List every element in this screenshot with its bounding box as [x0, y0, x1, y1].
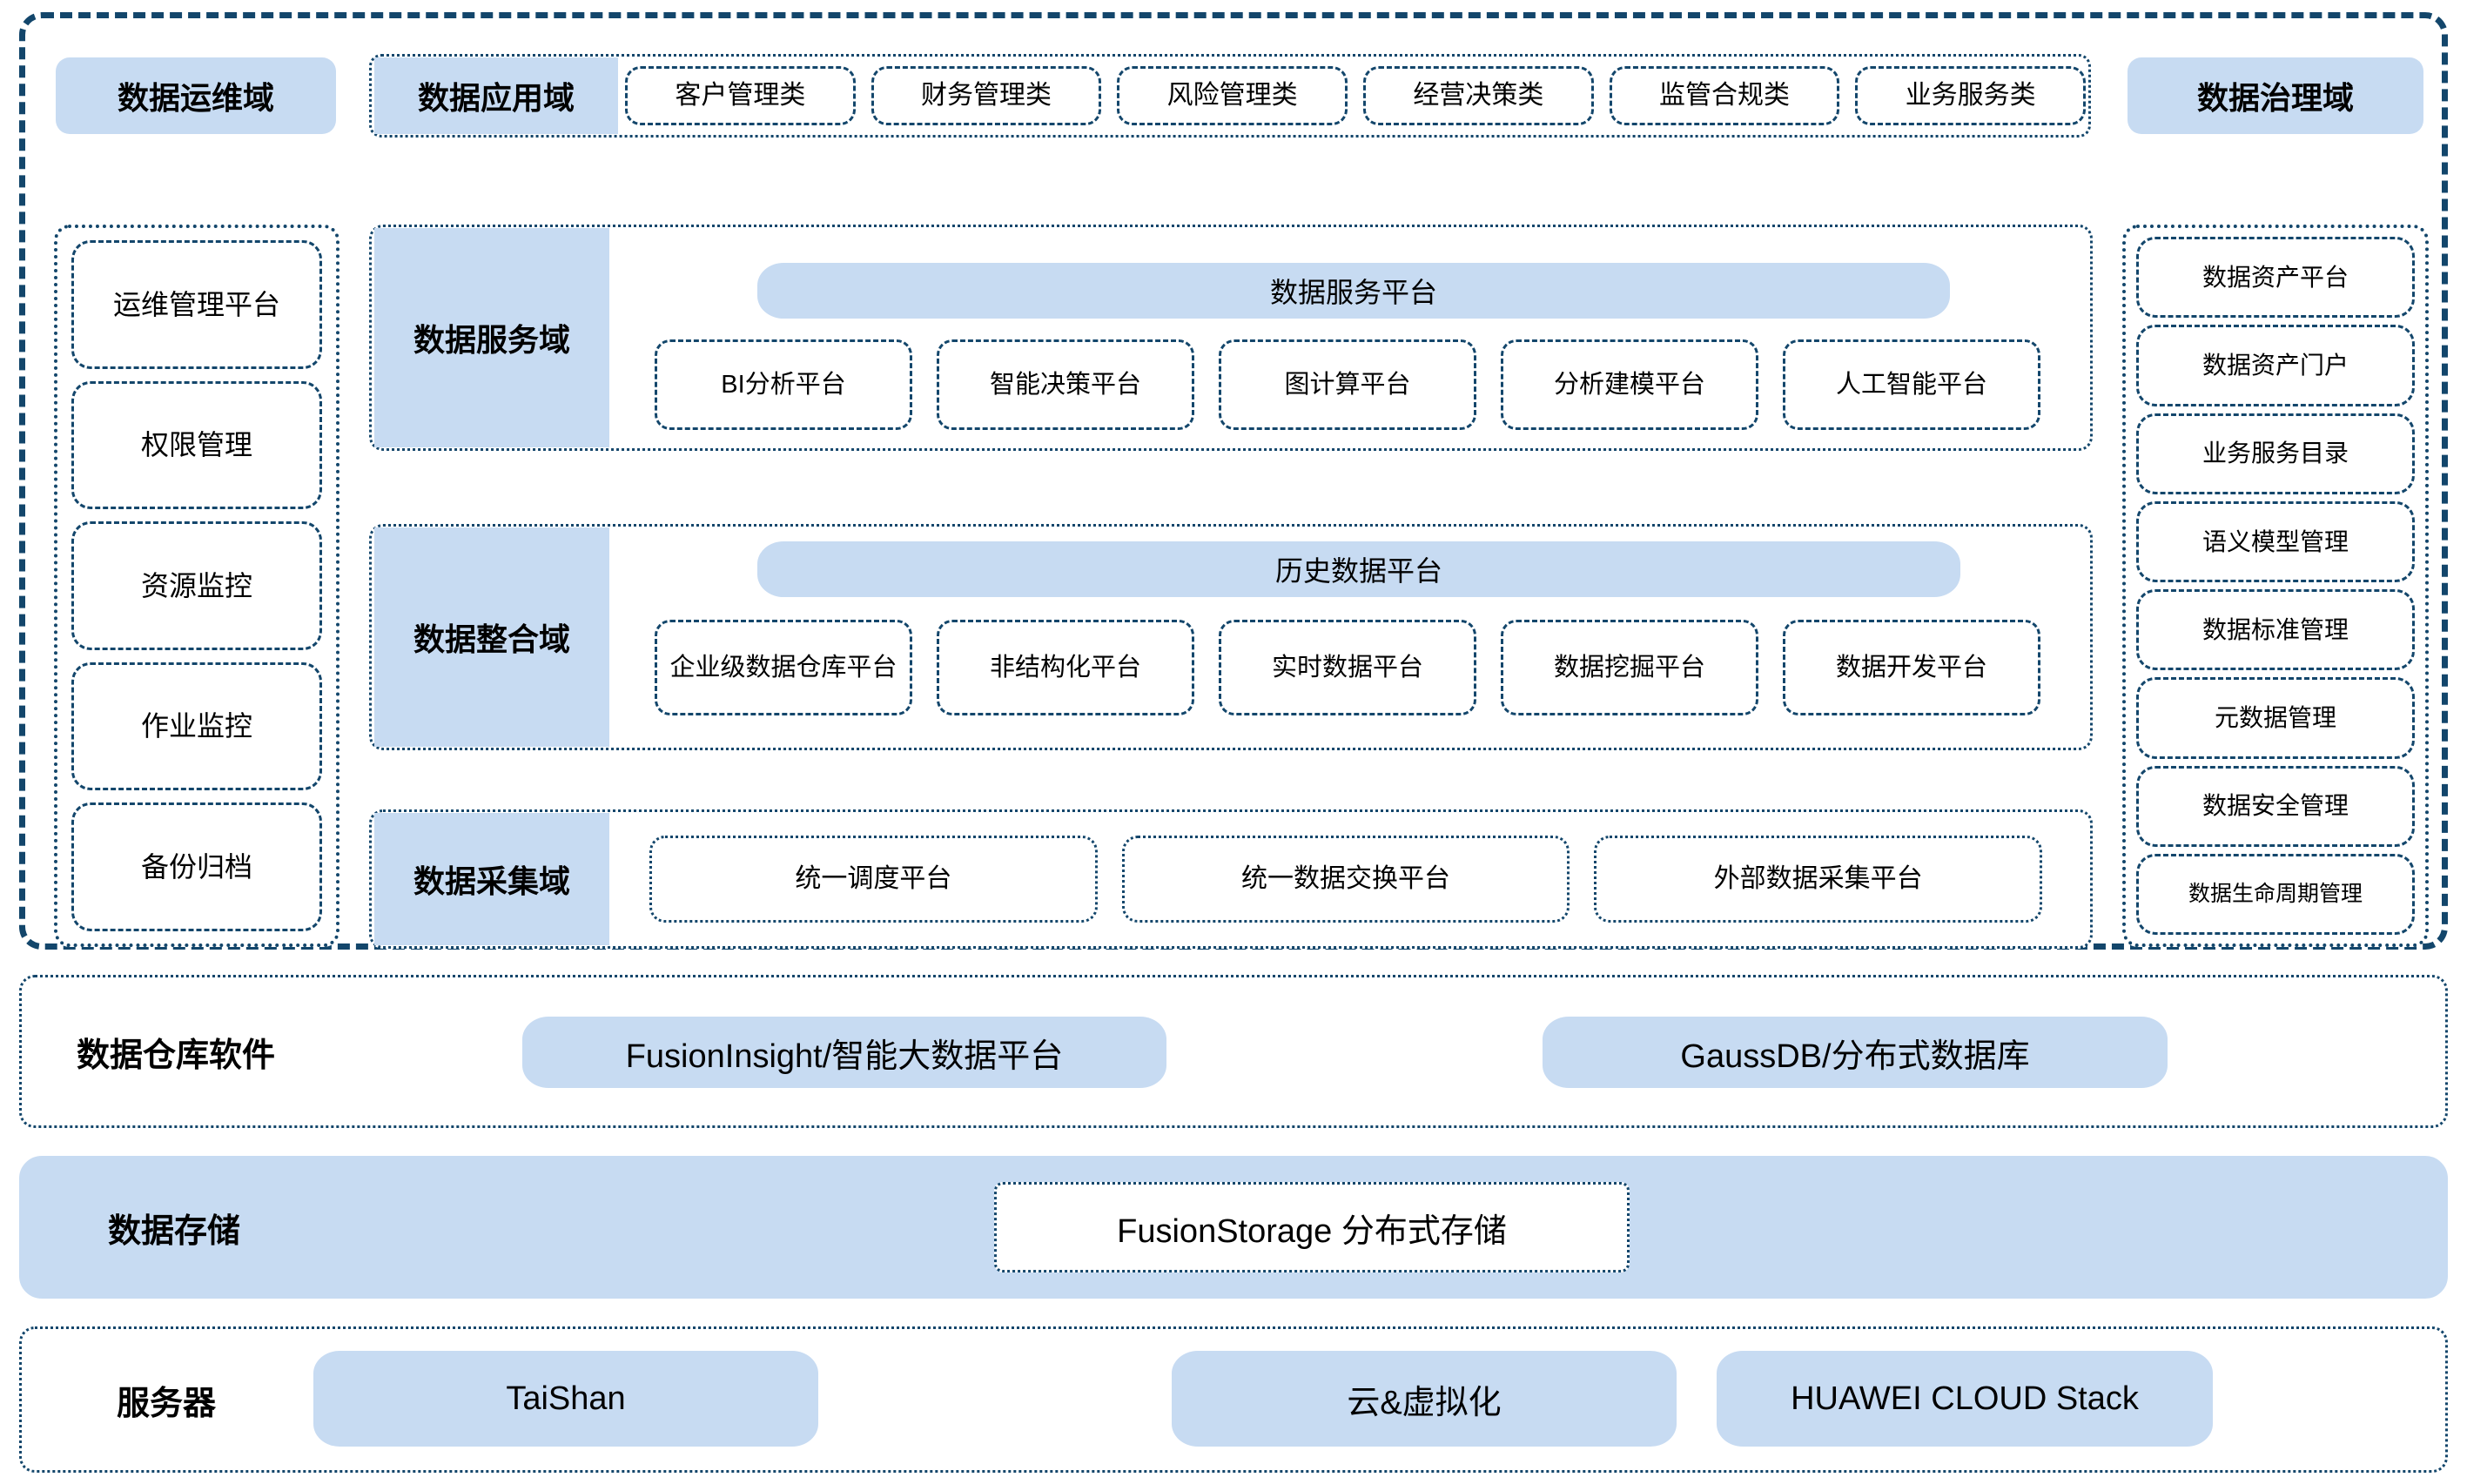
ops-domain-item[interactable]: 权限管理	[71, 380, 322, 510]
storage-layer-item[interactable]: FusionStorage 分布式存储	[994, 1182, 1630, 1272]
collection-domain-item[interactable]: 外部数据采集平台	[1594, 836, 2043, 923]
gov-domain-item[interactable]: 业务服务目录	[2136, 413, 2415, 494]
service-domain-item[interactable]: 图计算平台	[1219, 339, 1476, 430]
ops-domain-item[interactable]: 资源监控	[71, 521, 322, 650]
integration-platform-bar: 历史数据平台	[757, 541, 1960, 597]
integration-domain-item[interactable]: 数据挖掘平台	[1501, 620, 1758, 715]
app-category-item[interactable]: 业务服务类	[1855, 66, 2087, 125]
collection-domain-item-list: 统一调度平台 统一数据交换平台 外部数据采集平台	[649, 836, 2043, 923]
gov-domain-item[interactable]: 数据资产平台	[2136, 237, 2415, 319]
collection-domain-item[interactable]: 统一数据交换平台	[1121, 836, 1570, 923]
integration-domain-item[interactable]: 实时数据平台	[1219, 620, 1476, 715]
ops-domain-title: 数据运维域	[56, 57, 336, 134]
server-layer-item[interactable]: HUAWEI CLOUD Stack	[1717, 1351, 2213, 1447]
server-layer-item[interactable]: TaiShan	[313, 1351, 818, 1447]
gov-domain-item[interactable]: 数据生命周期管理	[2136, 853, 2415, 935]
ops-domain-item[interactable]: 备份归档	[71, 802, 322, 931]
gov-domain-item-list: 数据资产平台 数据资产门户 业务服务目录 语义模型管理 数据标准管理 元数据管理…	[2122, 225, 2429, 947]
server-layer-item-list: TaiShan 云&虚拟化 HUAWEI CLOUD Stack	[313, 1351, 2263, 1447]
service-domain-item[interactable]: 分析建模平台	[1501, 339, 1758, 430]
app-category-list: 客户管理类 财务管理类 风险管理类 经营决策类 监管合规类 业务服务类	[625, 66, 2087, 125]
integration-domain-item[interactable]: 企业级数据仓库平台	[655, 620, 912, 715]
gov-domain-item[interactable]: 数据安全管理	[2136, 765, 2415, 847]
gov-domain-item[interactable]: 数据标准管理	[2136, 589, 2415, 671]
app-category-item[interactable]: 客户管理类	[625, 66, 856, 125]
warehouse-software-item[interactable]: FusionInsight/智能大数据平台	[522, 1017, 1166, 1088]
gov-domain-column: 数据资产平台 数据资产门户 业务服务目录 语义模型管理 数据标准管理 元数据管理…	[2122, 225, 2429, 947]
gov-domain-item[interactable]: 数据资产门户	[2136, 325, 2415, 406]
gov-domain-title: 数据治理域	[2128, 57, 2423, 134]
app-category-item[interactable]: 经营决策类	[1363, 66, 1594, 125]
integration-domain-item[interactable]: 数据开发平台	[1783, 620, 2040, 715]
service-domain-item[interactable]: 智能决策平台	[937, 339, 1194, 430]
ops-domain-item[interactable]: 作业监控	[71, 661, 322, 791]
warehouse-software-title: 数据仓库软件	[77, 1037, 276, 1074]
integration-domain-title: 数据整合域	[374, 527, 609, 747]
integration-domain-item[interactable]: 非结构化平台	[937, 620, 1194, 715]
server-layer-item[interactable]: 云&虚拟化	[1172, 1351, 1677, 1447]
ops-domain-column: 运维管理平台 权限管理 资源监控 作业监控 备份归档	[54, 225, 339, 947]
service-domain-item[interactable]: BI分析平台	[655, 339, 912, 430]
service-platform-bar: 数据服务平台	[757, 263, 1950, 319]
gov-domain-item[interactable]: 元数据管理	[2136, 677, 2415, 759]
server-layer-title: 服务器	[117, 1385, 217, 1422]
app-category-item[interactable]: 财务管理类	[871, 66, 1102, 125]
app-category-item[interactable]: 监管合规类	[1609, 66, 1840, 125]
app-domain-title: 数据应用域	[374, 57, 618, 134]
collection-domain-item[interactable]: 统一调度平台	[649, 836, 1098, 923]
integration-domain-item-list: 企业级数据仓库平台 非结构化平台 实时数据平台 数据挖掘平台 数据开发平台	[655, 620, 2040, 715]
service-domain-title: 数据服务域	[374, 228, 609, 447]
warehouse-software-item[interactable]: GaussDB/分布式数据库	[1543, 1017, 2168, 1088]
service-domain-item[interactable]: 人工智能平台	[1783, 339, 2040, 430]
collection-domain-title: 数据采集域	[374, 813, 609, 945]
service-domain-item-list: BI分析平台 智能决策平台 图计算平台 分析建模平台 人工智能平台	[655, 339, 2040, 430]
app-category-item[interactable]: 风险管理类	[1117, 66, 1348, 125]
ops-domain-item-list: 运维管理平台 权限管理 资源监控 作业监控 备份归档	[54, 225, 339, 947]
ops-domain-item[interactable]: 运维管理平台	[71, 240, 322, 369]
gov-domain-item[interactable]: 语义模型管理	[2136, 500, 2415, 582]
storage-layer-title: 数据存储	[108, 1212, 241, 1250]
